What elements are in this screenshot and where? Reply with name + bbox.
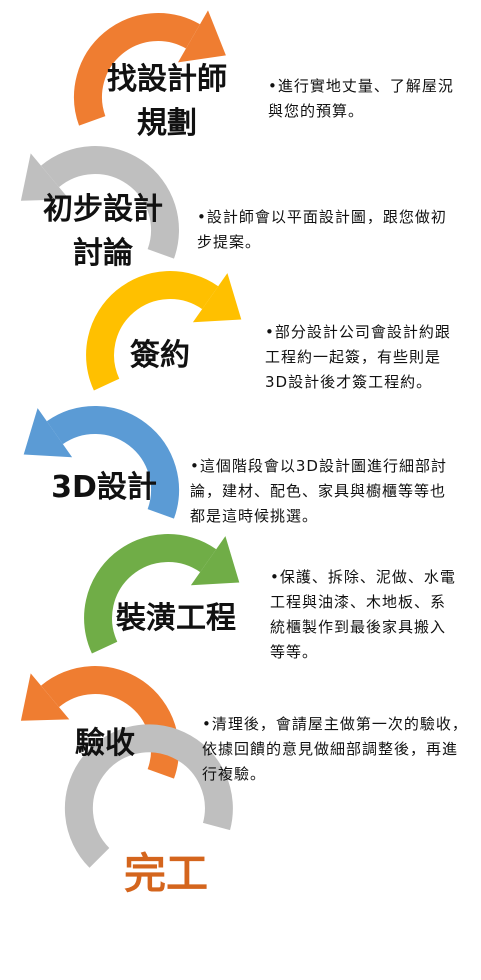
step-2-desc-line-2: 步提案。: [197, 233, 262, 251]
step-5-description: •保護、拆除、泥做、水電 工程與油漆、木地板、系 統櫃製作到最後家具搬入 等等。: [270, 565, 456, 665]
step-2-arc: [41, 146, 179, 259]
step-3-title-line-1: 簽約: [130, 338, 190, 373]
step-2-title-line-1: 初步設計: [43, 192, 163, 227]
step-6-title: 驗收: [50, 722, 160, 766]
step-2-title: 初步設計 討論: [28, 188, 178, 276]
step-2-title-line-2: 討論: [73, 236, 133, 271]
step-5-desc-line-4: 等等。: [270, 643, 319, 661]
step-6-title-line-1: 驗收: [75, 726, 135, 761]
step-3-desc-line-3: 3D設計後才簽工程約。: [265, 373, 433, 391]
step-5-title-line-1: 裝潢工程: [116, 601, 236, 636]
step-6-arrowhead: [20, 673, 70, 721]
step-6-description: •清理後，會請屋主做第一次的驗收， 依據回饋的意見做細部調整後，再進 行複驗。: [202, 712, 468, 787]
step-1-arc: [74, 13, 200, 126]
step-3-description: •部分設計公司會設計約跟 工程約一起簽，有些則是 3D設計後才簽工程約。: [265, 320, 451, 395]
final-step-title: 完工: [123, 849, 208, 898]
step-4-arc: [46, 406, 179, 519]
step-4-desc-line-2: 論，建材、配色、家具與櫥櫃等等也: [190, 482, 447, 500]
step-4-desc-line-1: •這個階段會以3D設計圖進行細部討: [190, 457, 447, 475]
step-5-desc-line-2: 工程與油漆、木地板、系: [270, 593, 447, 611]
step-4-arrowhead: [23, 408, 73, 458]
step-3-desc-line-1: •部分設計公司會設計約跟: [265, 323, 451, 341]
step-3-arrowhead: [192, 273, 242, 323]
step-1-arrowhead: [178, 10, 226, 63]
step-5-arc: [84, 534, 217, 654]
step-4-title-line-1: 3D設計: [51, 470, 157, 505]
step-1-title: 找設計師 規劃: [92, 58, 242, 146]
step-1-desc-line-1: •進行實地丈量、了解屋況: [268, 77, 454, 95]
step-5-desc-line-3: 統櫃製作到最後家具搬入: [270, 618, 447, 636]
step-3-title: 簽約: [105, 334, 215, 378]
step-6-desc-line-1: •清理後，會請屋主做第一次的驗收，: [202, 715, 468, 733]
step-3-desc-line-2: 工程約一起簽，有些則是: [265, 348, 442, 366]
step-2-arrowhead: [20, 153, 70, 201]
step-5-desc-line-1: •保護、拆除、泥做、水電: [270, 568, 456, 586]
step-4-title: 3D設計: [34, 466, 174, 510]
step-2-desc-line-1: •設計師會以平面設計圖，跟您做初: [197, 208, 447, 226]
step-4-desc-line-3: 都是這時候挑選。: [190, 507, 319, 525]
step-1-desc-line-2: 與您的預算。: [268, 102, 365, 120]
step-5-arrowhead: [190, 536, 240, 586]
step-6-desc-line-2: 依據回饋的意見做細部調整後，再進: [202, 740, 459, 758]
final-ring: [64, 724, 233, 868]
step-1-title-line-2: 規劃: [137, 106, 197, 141]
step-1-description: •進行實地丈量、了解屋況 與您的預算。: [268, 74, 454, 124]
step-6-desc-line-3: 行複驗。: [202, 765, 267, 783]
step-3-arc: [86, 271, 219, 391]
step-5-title: 裝潢工程: [96, 597, 256, 641]
step-1-title-line-1: 找設計師: [107, 62, 227, 97]
step-2-description: •設計師會以平面設計圖，跟您做初 步提案。: [197, 205, 447, 255]
step-4-description: •這個階段會以3D設計圖進行細部討 論，建材、配色、家具與櫥櫃等等也 都是這時候…: [190, 454, 447, 529]
